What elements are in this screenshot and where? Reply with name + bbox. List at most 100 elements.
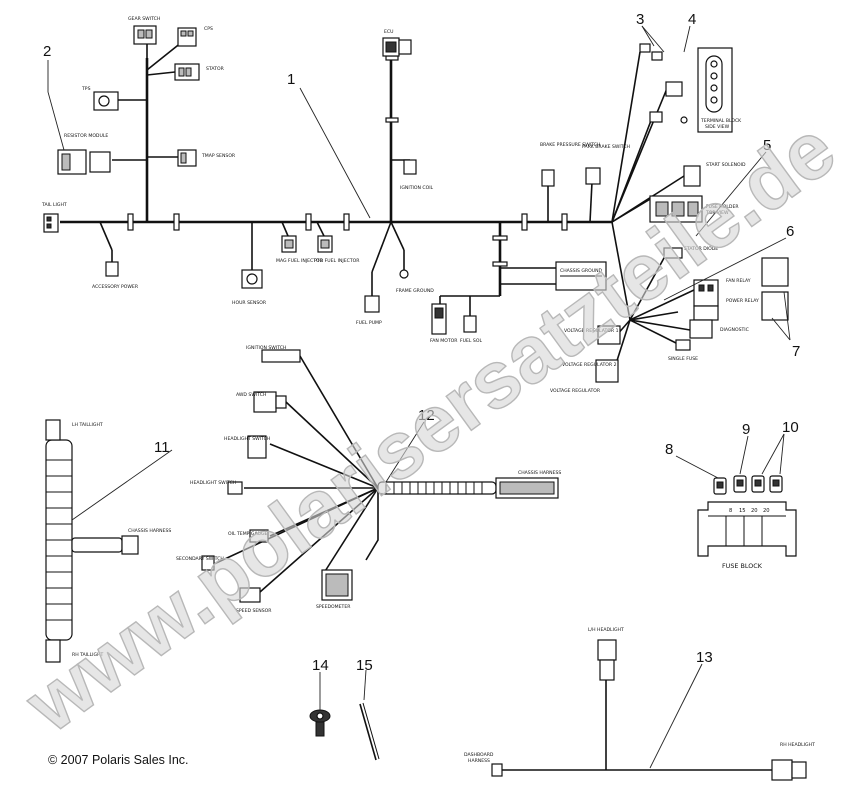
chassis-ground-label: CHASSIS GROUND — [560, 268, 603, 274]
pto-fuel-injector-connector: PTO FUEL INJECTOR — [314, 235, 360, 264]
callout-9: 9 — [742, 421, 750, 438]
tail-light-connector: TAIL LIGHT — [41, 202, 67, 233]
voltage-regulator-2-label: VOLTAGE REGULATOR 2 — [562, 362, 617, 368]
tps-label: TPS — [81, 86, 91, 92]
lh-headlight-label: L/H HEADLIGHT — [588, 627, 624, 633]
fuel-sol-label: FUEL SOL — [460, 338, 482, 344]
cps-connector: CPS — [177, 26, 213, 47]
item-14-grommet — [309, 709, 331, 737]
fuse-holder-sub-label: TOP VIEW — [705, 210, 729, 216]
terminal-connectors — [639, 43, 688, 124]
headlight-switch: HEADLIGHT SWITCH — [224, 435, 270, 459]
voltage-regulator-1: VOLTAGE REGULATOR 1 — [564, 325, 621, 345]
rh-headlight-label: RH HEADLIGHT — [780, 742, 815, 748]
item-15-tie-strap — [359, 702, 380, 761]
secondary-switch: SECONDARY SWITCH — [176, 555, 224, 571]
fuse-block-title: FUSE BLOCK — [722, 562, 763, 570]
start-solenoid: START SOLENOID — [683, 162, 746, 187]
power-relay-label: POWER RELAY — [726, 298, 759, 304]
tmap-sensor-connector: TMAP SENSOR — [177, 149, 236, 167]
gear-switch-connector: GEAR SWITCH — [128, 16, 160, 45]
awd-switch: AWD SWITCH — [236, 391, 287, 413]
diagnostic-label: DIAGNOSTIC — [720, 327, 749, 333]
fuel-sol-connector: FUEL SOL — [460, 315, 482, 344]
stator-diode-label: STATOR DIODE — [684, 246, 718, 252]
chassis-ground-block: CHASSIS GROUND — [555, 261, 607, 291]
fuse-rating-4: 20 — [763, 508, 770, 514]
speed-sensor: SPEED SENSOR — [236, 587, 272, 614]
gear-switch-label: GEAR SWITCH — [128, 16, 160, 22]
resistor-module: RESISTOR MODULE — [57, 133, 111, 175]
tail-light-label: TAIL LIGHT — [41, 202, 67, 208]
tps-connector: TPS — [81, 86, 119, 111]
callout-12: 12 — [418, 407, 435, 424]
brake-pressure-switch-label: BRAKE PRESSURE SWITCH — [540, 142, 600, 148]
callout-5: 5 — [763, 137, 771, 154]
mag-fuel-injector-connector: MAG FUEL INJECTOR — [276, 235, 324, 264]
callout-1: 1 — [287, 71, 295, 88]
fuse-20b — [769, 475, 783, 493]
callout-numbers: 1 2 3 4 5 6 7 8 9 10 11 12 13 14 15 — [43, 11, 800, 674]
stator-diode: STATOR DIODE — [663, 246, 718, 259]
mag-fuel-injector-label: MAG FUEL INJECTOR — [276, 258, 324, 264]
fuse-15 — [733, 475, 747, 493]
fan-relay: FAN RELAY — [693, 257, 789, 307]
fuel-pump-connector: FUEL PUMP — [356, 295, 382, 326]
chassis-harness-12-label: CHASSIS HARNESS — [518, 470, 561, 476]
ignition-coil-label: IGNITION COIL — [400, 185, 434, 191]
fuse-holder: FUSE HOLDER TOP VIEW — [649, 195, 739, 223]
resistor-module-label: RESISTOR MODULE — [64, 133, 108, 139]
fuse-rating-3: 20 — [751, 508, 758, 514]
fuse-holder-label: FUSE HOLDER — [706, 204, 739, 210]
callout-6: 6 — [786, 223, 794, 240]
cps-label: CPS — [204, 26, 213, 32]
headlight-harness: L/H HEADLIGHT RH HEADLIGHT DASHBOARD HAR… — [464, 627, 815, 781]
fan-motor-label: FAN MOTOR — [430, 338, 458, 344]
speedometer-connector: SPEEDOMETER — [316, 569, 353, 610]
ignition-coil-connector: IGNITION COIL — [400, 159, 434, 191]
start-solenoid-label: START SOLENOID — [706, 162, 746, 168]
rh-taillight-label: RH TAILLIGHT — [72, 652, 104, 658]
power-relay: POWER RELAY — [693, 291, 789, 321]
callout-13: 13 — [696, 649, 713, 666]
callout-14: 14 — [312, 657, 329, 674]
callout-3: 3 — [636, 11, 644, 28]
headlight-switch-2: HEADLIGHT SWITCH — [190, 480, 243, 495]
fuse-20a — [751, 475, 765, 493]
terminal-block: TERMINAL BLOCK SIDE VIEW — [697, 47, 742, 133]
chassis-harness-11-label: CHASSIS HARNESS — [128, 528, 171, 534]
stator-connector: STATOR — [174, 63, 225, 81]
pto-fuel-injector-label: PTO FUEL INJECTOR — [314, 258, 360, 264]
callout-4: 4 — [688, 11, 696, 28]
voltage-regulator-2: VOLTAGE REGULATOR 2 — [562, 359, 619, 383]
brake-pressure-switch: BRAKE PRESSURE SWITCH — [540, 142, 600, 187]
ecu-connector: ECU — [382, 29, 412, 57]
tmap-sensor-label: TMAP SENSOR — [201, 153, 236, 159]
fuse-rating-2: 15 — [739, 508, 746, 514]
callout-7: 7 — [792, 343, 800, 360]
terminal-block-side-label: SIDE VIEW — [705, 124, 730, 130]
dashboard-harness-label-2: HARNESS — [468, 758, 490, 764]
chassis-harness-connector-12: CHASSIS HARNESS — [495, 470, 561, 499]
fuse-block: 8 15 20 20 FUSE BLOCK — [697, 475, 797, 570]
hour-sensor-label: HOUR SENSOR — [232, 300, 267, 306]
voltage-regulator-1-label: VOLTAGE REGULATOR 1 — [564, 328, 619, 334]
stator-label: STATOR — [206, 66, 225, 72]
leader-lines — [47, 25, 791, 769]
callout-10: 10 — [782, 419, 799, 436]
ignition-switch: IGNITION SWITCH — [246, 345, 301, 363]
hour-sensor: HOUR SENSOR — [232, 269, 267, 306]
oil-temp-gauge: OIL TEMP GAUGE — [228, 529, 269, 543]
voltage-regulator-label: VOLTAGE REGULATOR — [550, 388, 601, 394]
diagnostic-connector: DIAGNOSTIC — [689, 319, 749, 339]
fan-relay-label: FAN RELAY — [726, 278, 751, 284]
ecu-label: ECU — [384, 29, 393, 35]
copyright-text: © 2007 Polaris Sales Inc. — [48, 753, 189, 767]
fuel-pump-label: FUEL PUMP — [356, 320, 382, 326]
fuse-8 — [713, 477, 727, 495]
ignition-switch-label: IGNITION SWITCH — [246, 345, 286, 351]
lh-taillight-label: LH TAILLIGHT — [72, 422, 103, 428]
single-fuse: SINGLE FUSE — [668, 339, 698, 362]
accessory-power-label: ACCESSORY POWER — [92, 284, 139, 290]
